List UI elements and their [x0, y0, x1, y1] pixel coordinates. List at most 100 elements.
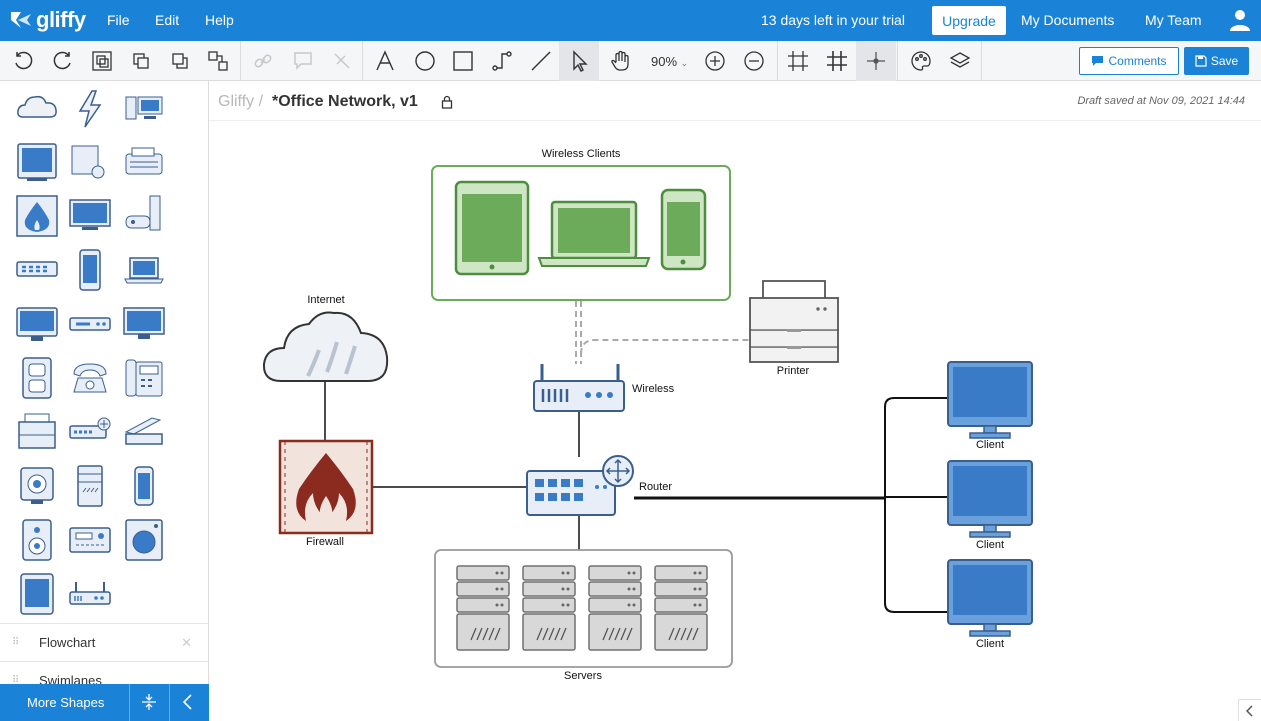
format-painter-icon[interactable] [330, 49, 354, 73]
fax-machine-icon[interactable] [122, 140, 166, 184]
rectangle-tool-icon[interactable] [451, 49, 475, 73]
server-tower-icon[interactable] [68, 464, 112, 508]
firewall-icon[interactable] [15, 194, 59, 238]
expand-right-panel-button[interactable] [1238, 699, 1261, 721]
laptop-icon[interactable] [122, 248, 166, 292]
speaker-icon[interactable] [15, 518, 59, 562]
zoom-out-icon[interactable] [742, 49, 766, 73]
tablet-icon[interactable] [454, 180, 530, 276]
menu-edit[interactable]: Edit [155, 12, 180, 28]
snap-to-grid-icon[interactable] [864, 49, 888, 73]
mobile-phone-icon[interactable] [122, 464, 166, 508]
more-shapes-button[interactable]: More Shapes [27, 695, 105, 710]
grid-icon[interactable] [825, 49, 849, 73]
server-rack-icon[interactable] [456, 565, 510, 651]
ellipse-tool-icon[interactable] [413, 49, 437, 73]
server-rack-icon[interactable] [588, 565, 642, 651]
zoom-in-icon[interactable] [703, 49, 727, 73]
cloud-icon[interactable] [15, 87, 59, 131]
client-computer[interactable]: Client [947, 361, 1033, 451]
redo-icon[interactable] [51, 49, 75, 73]
laptop-icon[interactable] [537, 200, 651, 267]
imac-icon[interactable] [15, 302, 59, 346]
gliffy-logo[interactable]: gliffy [9, 6, 86, 34]
router-switch-icon[interactable]: Router [526, 455, 672, 516]
desktop-tower-icon[interactable] [122, 87, 166, 131]
comment-shape-icon[interactable] [291, 49, 315, 73]
breadcrumb-root[interactable]: Gliffy / [218, 93, 263, 111]
wireless-access-point[interactable]: Wireless [533, 364, 675, 412]
printer-icon[interactable]: Printer [749, 280, 839, 377]
line-tool-icon[interactable] [529, 49, 553, 73]
collapse-sections-icon[interactable] [139, 692, 159, 712]
pan-hand-icon[interactable] [608, 49, 632, 73]
connector-tool-icon[interactable] [490, 49, 514, 73]
server-rack-icon[interactable] [654, 565, 708, 651]
save-button[interactable]: Save [1184, 47, 1249, 75]
upgrade-button[interactable]: Upgrade [932, 6, 1006, 35]
send-backward-icon[interactable] [168, 49, 192, 73]
section-flowchart[interactable]: ⠿ Flowchart ✕ [0, 623, 208, 661]
telephone-icon[interactable] [68, 356, 112, 400]
client-computer[interactable]: Client [947, 559, 1033, 650]
flat-monitor-icon[interactable] [68, 194, 112, 238]
crt-monitor-icon[interactable] [15, 140, 59, 184]
logo-text: gliffy [36, 7, 86, 32]
widescreen-monitor-icon[interactable] [122, 302, 166, 346]
breadcrumb-root-label: Gliffy [218, 93, 255, 110]
webcam-icon[interactable] [15, 464, 59, 508]
lock-icon[interactable] [441, 95, 453, 109]
theme-palette-icon[interactable] [909, 49, 933, 73]
document-title[interactable]: *Office Network, v1 [272, 93, 418, 110]
user-icon[interactable] [1228, 8, 1252, 32]
firewall-icon[interactable]: Firewall [278, 439, 374, 548]
ip-phone-icon[interactable] [122, 356, 166, 400]
undo-icon[interactable] [11, 49, 35, 73]
diagram-canvas[interactable]: Wireless Clients [209, 121, 1261, 721]
game-console-icon[interactable] [122, 194, 166, 238]
link-icon[interactable] [251, 49, 275, 73]
pointer-tool-icon[interactable] [568, 49, 592, 73]
monitor-speaker-icon[interactable] [68, 140, 112, 184]
server-rack-icon[interactable] [522, 565, 576, 651]
lightning-icon[interactable] [68, 87, 112, 131]
arrange-icon[interactable] [206, 49, 230, 73]
smartphone-icon[interactable] [68, 248, 112, 292]
wireless-clients-group[interactable]: Wireless Clients [431, 148, 731, 301]
router-label: Router [639, 481, 672, 493]
connection-lines [324, 301, 948, 613]
page-bounds-icon[interactable] [786, 49, 810, 73]
layers-icon[interactable] [948, 49, 972, 73]
group-icon[interactable] [90, 49, 114, 73]
media-player-icon[interactable] [68, 518, 112, 562]
drag-handle-icon[interactable]: ⠿ [12, 637, 21, 648]
comments-button[interactable]: Comments [1079, 47, 1179, 75]
phone-icon[interactable] [660, 188, 707, 271]
hub-icon[interactable] [68, 410, 112, 454]
text-tool-icon[interactable] [373, 49, 397, 73]
my-documents-link[interactable]: My Documents [1021, 12, 1115, 28]
wireless-router-icon[interactable] [68, 572, 112, 616]
power-outlet-icon[interactable] [15, 356, 59, 400]
drag-handle-icon[interactable]: ⠿ [12, 675, 21, 686]
close-icon[interactable]: ✕ [181, 634, 192, 650]
tablet-icon[interactable] [15, 572, 59, 616]
collapse-panel-icon[interactable] [180, 693, 196, 711]
wireless-dashed-link [575, 301, 582, 364]
switch-icon[interactable] [15, 248, 59, 292]
scanner-icon[interactable] [122, 410, 166, 454]
breadcrumb-separator: / [258, 93, 264, 110]
internet-cloud[interactable]: Internet [262, 294, 389, 382]
my-team-link[interactable]: My Team [1145, 12, 1202, 28]
menu-help[interactable]: Help [205, 12, 234, 28]
client-computer[interactable]: Client [947, 460, 1033, 551]
printer-icon[interactable] [15, 410, 59, 454]
menu-file[interactable]: File [107, 12, 130, 28]
zoom-level-dropdown[interactable]: 90% ⌄ [651, 54, 688, 69]
washer-icon[interactable] [122, 518, 166, 562]
servers-group[interactable]: Servers [434, 549, 733, 682]
gliffy-logo-icon [11, 12, 31, 28]
bring-forward-icon[interactable] [129, 49, 153, 73]
router-icon[interactable] [68, 302, 112, 346]
top-nav-bar: gliffy File Edit Help 13 days left in yo… [0, 0, 1261, 41]
